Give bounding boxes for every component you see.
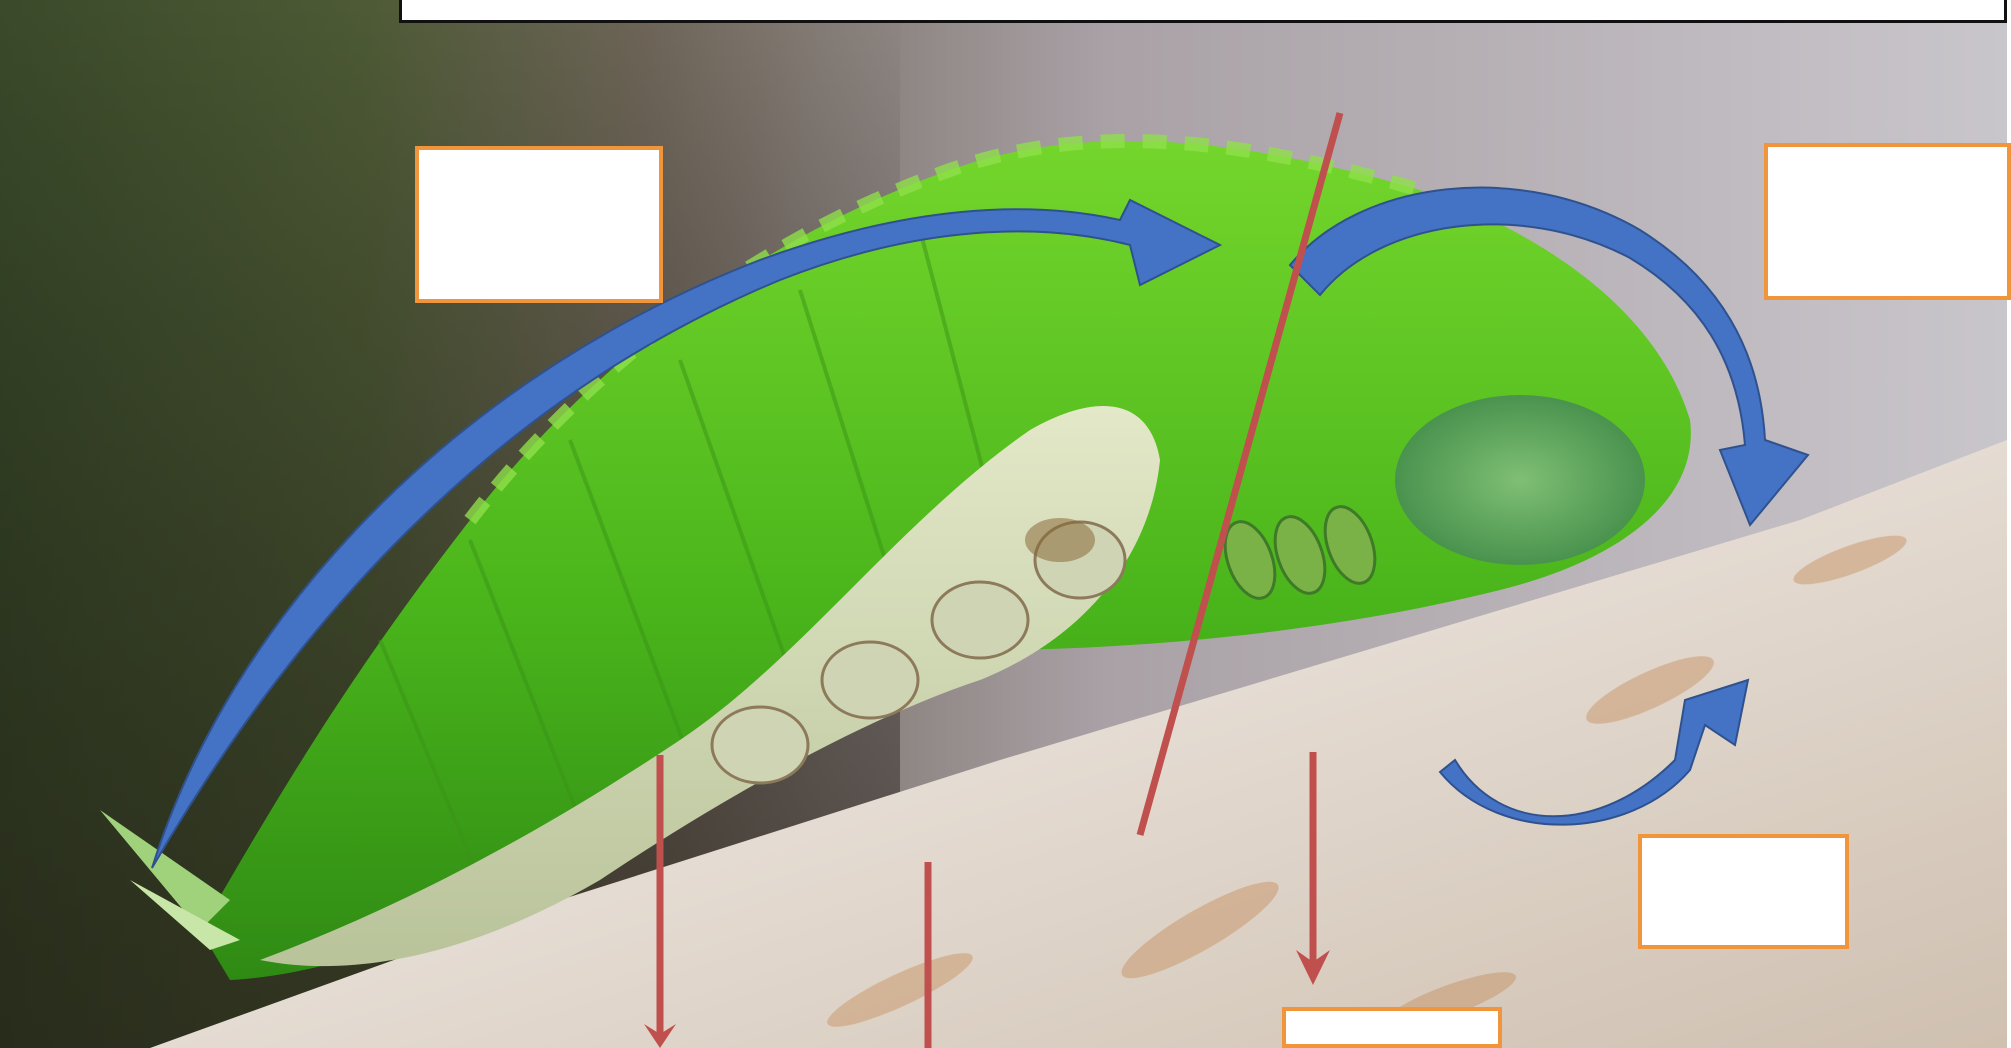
title-box xyxy=(399,0,2007,23)
label-box-mid-right[interactable] xyxy=(1638,834,1849,949)
caterpillar-head xyxy=(1395,395,1645,565)
label-box-top-left[interactable] xyxy=(415,146,663,303)
label-box-top-right[interactable] xyxy=(1764,143,2011,300)
label-box-bottom-center[interactable] xyxy=(1282,1007,1502,1048)
